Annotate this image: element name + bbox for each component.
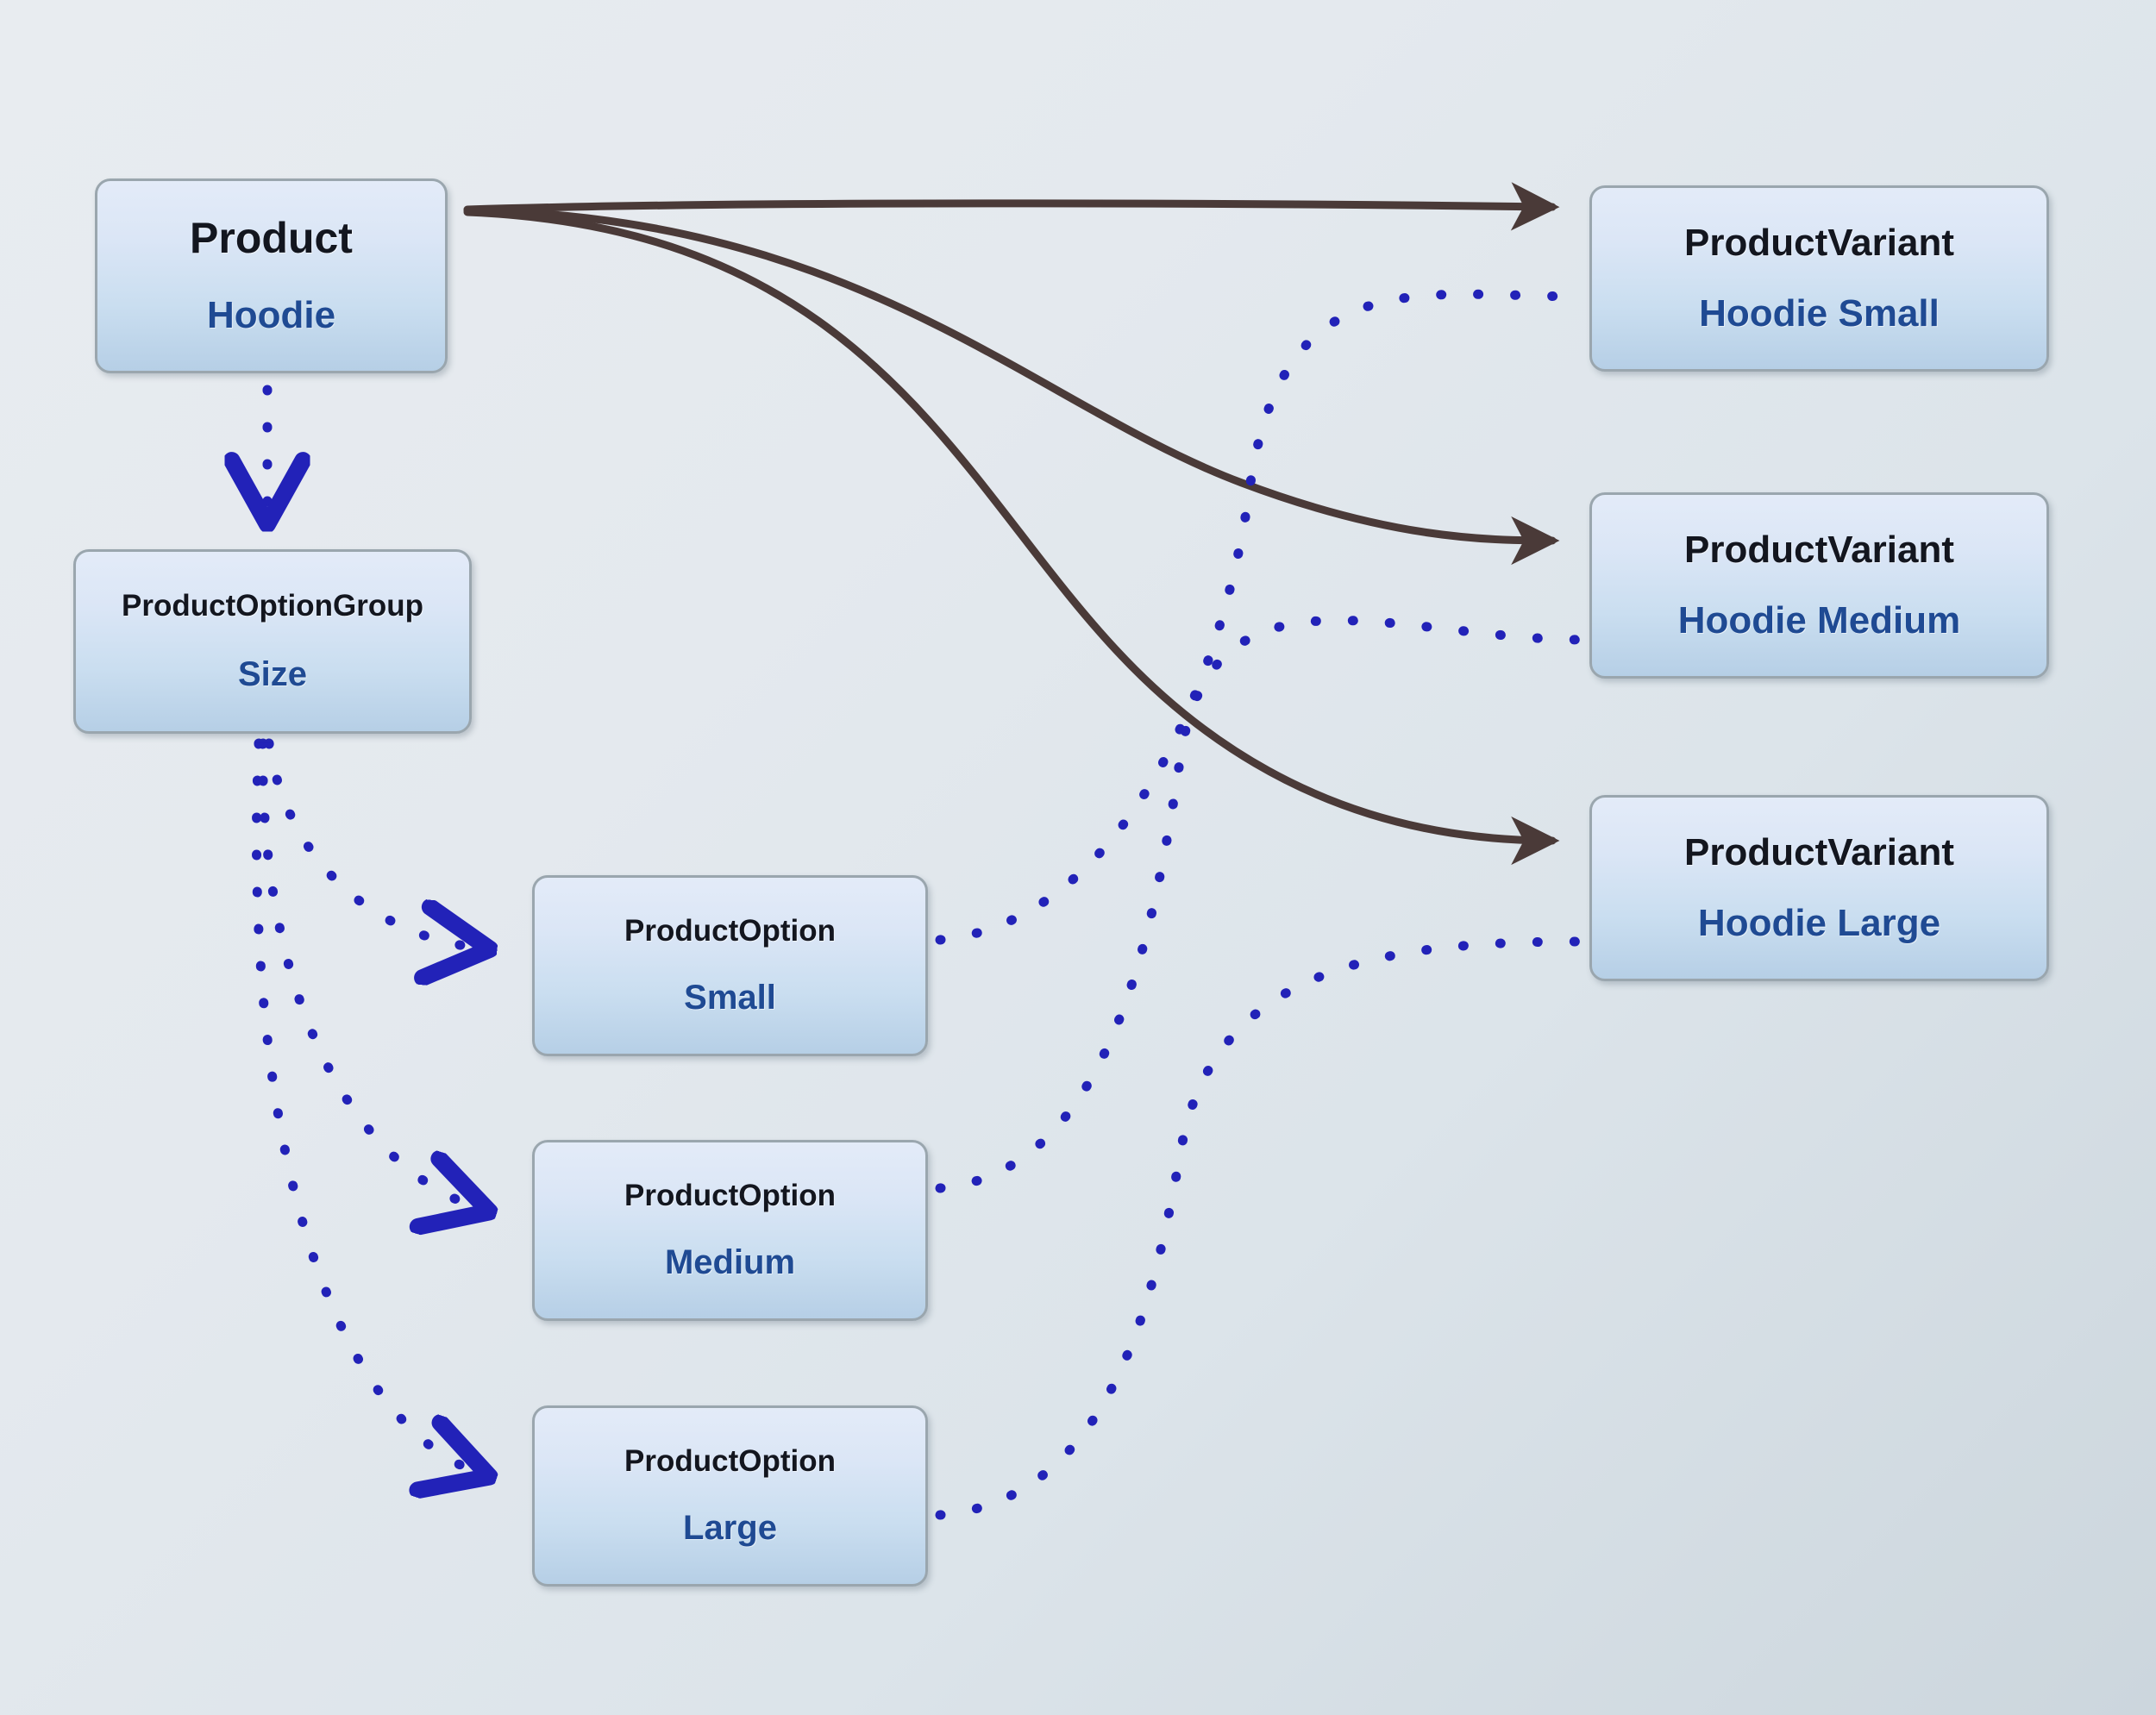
node-product-option-small-type: ProductOption [624,913,836,948]
node-product-variant-small-type: ProductVariant [1684,221,1954,264]
node-product[interactable]: Product Hoodie [95,178,448,373]
edge-option-large-to-variant-large [935,936,1590,1520]
node-product-variant-medium-value: Hoodie Medium [1677,599,1961,642]
edge-product-to-variant-large [463,208,1560,866]
node-product-variant-large-type: ProductVariant [1684,830,1954,873]
node-product-option-small[interactable]: ProductOption Small [532,875,928,1056]
node-product-option-group-type: ProductOptionGroup [122,588,423,623]
node-product-variant-medium-type: ProductVariant [1684,528,1954,571]
node-product-variant-small[interactable]: ProductVariant Hoodie Small [1589,185,2049,372]
node-product-option-small-value: Small [684,979,776,1017]
edge-option-group-to-option-medium [258,738,483,1210]
edge-product-to-variant-medium [463,206,1560,566]
node-product-option-group-value: Size [237,655,308,694]
edge-product-to-variant-small [463,182,1560,231]
node-product-option-large[interactable]: ProductOption Large [532,1405,928,1587]
node-product-option-medium-type: ProductOption [624,1178,836,1212]
edge-option-group-to-option-small [264,738,483,948]
node-product-option-large-type: ProductOption [624,1443,836,1478]
node-product-variant-small-value: Hoodie Small [1699,292,1940,335]
edge-option-small-to-variant-small [935,289,1590,945]
edge-option-group-to-option-large [252,738,483,1474]
node-product-value: Hoodie [206,294,336,337]
node-product-variant-medium[interactable]: ProductVariant Hoodie Medium [1589,492,2049,679]
node-product-option-group[interactable]: ProductOptionGroup Size [73,549,472,734]
node-product-option-medium[interactable]: ProductOption Medium [532,1140,928,1321]
node-product-type: Product [190,214,353,263]
node-product-variant-large-value: Hoodie Large [1697,902,1941,944]
node-product-option-large-value: Large [683,1509,777,1548]
node-product-variant-large[interactable]: ProductVariant Hoodie Large [1589,795,2049,981]
edge-option-medium-to-variant-medium [935,616,1590,1193]
node-product-option-medium-value: Medium [664,1243,796,1282]
